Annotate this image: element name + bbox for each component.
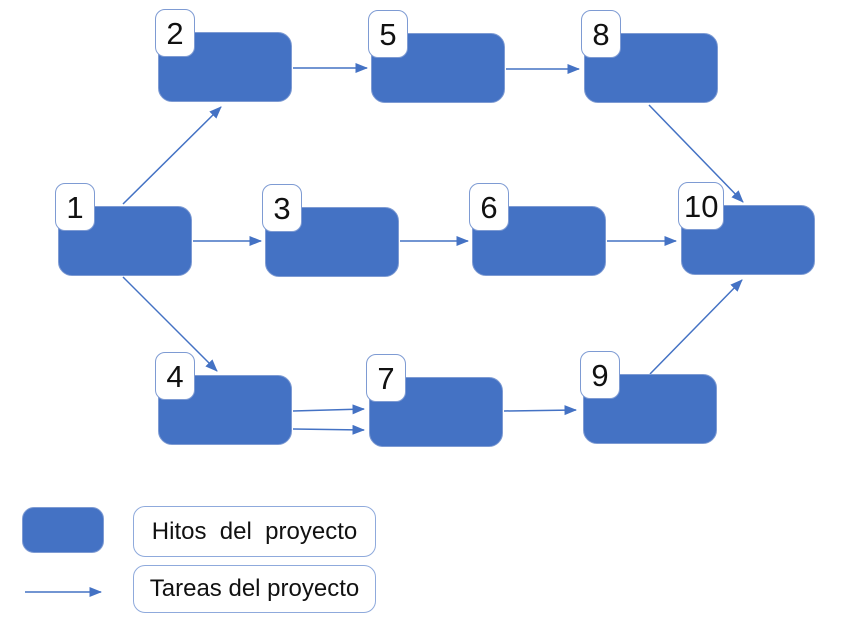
milestone-number-badge-1: 1 — [55, 183, 95, 231]
milestone-number-badge-6: 6 — [469, 183, 509, 231]
task-arrow-1-2-0 — [122, 106, 222, 205]
milestone-number-badge-10: 10 — [678, 182, 725, 230]
legend-milestones-box: Hitos del proyecto — [133, 506, 376, 557]
milestone-number-badge-3: 3 — [262, 184, 302, 232]
milestone-number-badge-7: 7 — [366, 354, 406, 402]
legend-task-arrow-icon — [25, 587, 102, 597]
task-arrow-4-7-9 — [292, 424, 365, 435]
milestone-node-6: 6 — [469, 183, 606, 276]
milestone-node-1: 1 — [55, 183, 192, 276]
milestone-number-badge-2: 2 — [155, 9, 195, 57]
task-arrow-7-9-10 — [503, 405, 577, 416]
milestone-number-badge-5: 5 — [368, 10, 408, 58]
milestone-node-2: 2 — [155, 9, 292, 102]
task-arrow-9-10-11 — [649, 279, 743, 375]
task-arrow-4-7-8 — [292, 404, 365, 415]
milestone-node-4: 4 — [155, 352, 292, 445]
milestone-number-badge-4: 4 — [155, 352, 195, 400]
legend-milestone-swatch — [22, 507, 104, 553]
milestone-node-9: 9 — [580, 351, 717, 444]
milestone-number-badge-9: 9 — [580, 351, 620, 399]
legend-tasks-label: Tareas del proyecto — [149, 575, 360, 602]
milestone-node-8: 8 — [581, 10, 718, 103]
legend-tasks-box: Tareas del proyecto — [133, 565, 376, 613]
milestone-node-10: 10 — [678, 182, 815, 275]
milestone-node-7: 7 — [366, 354, 503, 447]
milestone-node-5: 5 — [368, 10, 505, 103]
milestone-number-badge-8: 8 — [581, 10, 621, 58]
legend-milestones-label: Hitos del proyecto — [151, 517, 358, 545]
milestone-node-3: 3 — [262, 184, 399, 277]
